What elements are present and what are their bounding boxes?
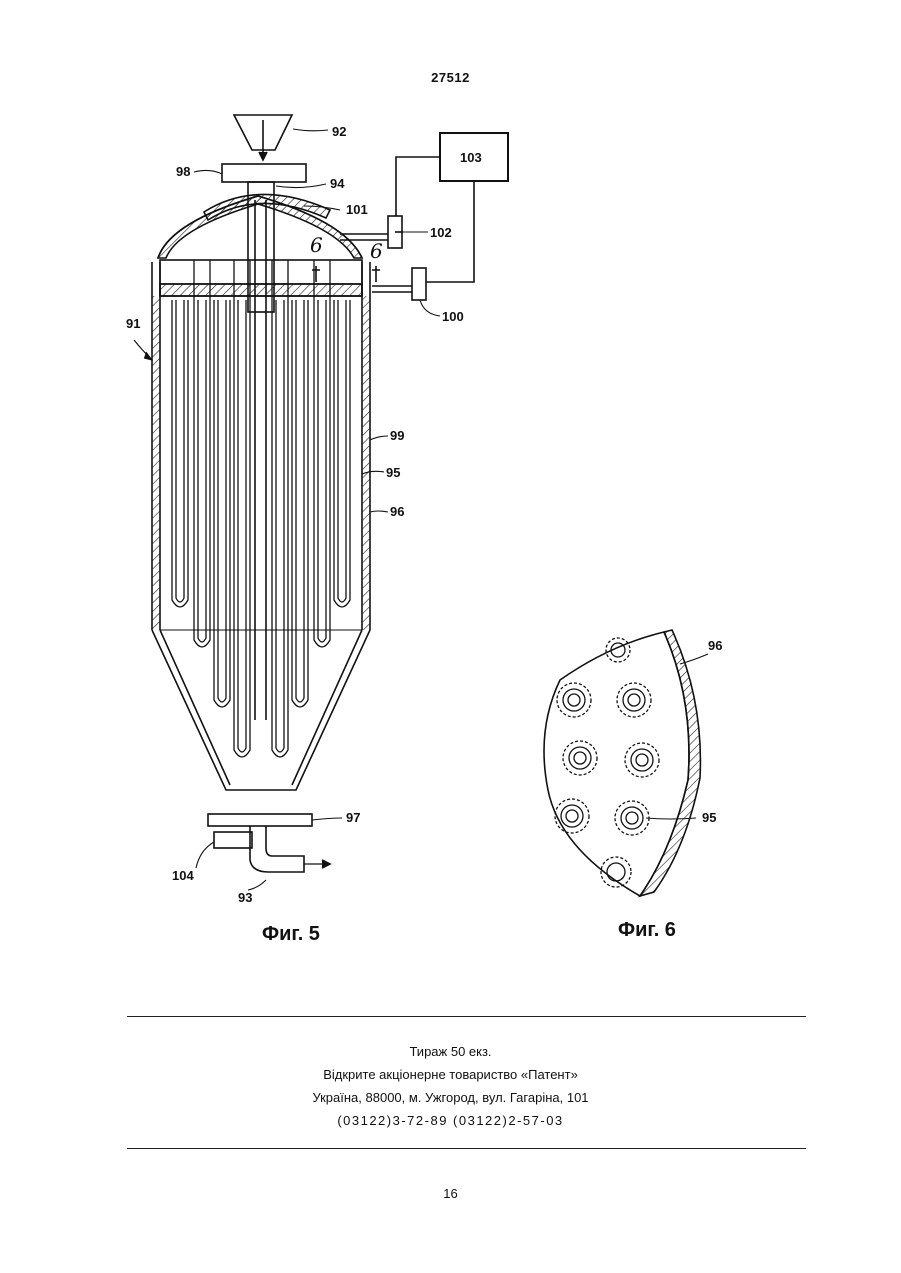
ref-95-fig6: 95 [702, 810, 716, 825]
imprint-footer: Тираж 50 екз. Відкрите акціонерне товари… [0, 1040, 901, 1132]
ref-93: 93 [238, 890, 252, 905]
ref-96-fig6: 96 [708, 638, 722, 653]
ref-95: 95 [386, 465, 400, 480]
ref-94: 94 [330, 176, 345, 191]
section-mark-a: 6 [310, 233, 323, 257]
figure-6-drawing [544, 630, 708, 896]
wall-96 [640, 630, 700, 896]
flange-97 [208, 814, 312, 826]
ref-102: 102 [430, 225, 452, 240]
ref-98: 98 [176, 164, 190, 179]
ref-91: 91 [126, 316, 140, 331]
ref-100: 100 [442, 309, 464, 324]
tubes-95 [555, 638, 659, 887]
cone-bottom [152, 630, 370, 790]
outlet-93 [250, 826, 304, 872]
figure-5-drawing [134, 115, 508, 890]
figure-5-caption: Фиг. 5 [262, 923, 320, 945]
footer-top-rule [127, 1016, 806, 1017]
footer-bottom-rule [127, 1148, 806, 1149]
sensor-100 [412, 268, 426, 300]
section-mark-b: 6 [370, 239, 383, 263]
figure-6-caption: Фиг. 6 [618, 919, 676, 941]
publisher-phones: (03122)3-72-89 (03122)2-57-03 [0, 1109, 901, 1132]
patent-drawings: 92 98 94 101 103 102 100 91 99 95 96 97 … [0, 0, 901, 1000]
ref-99: 99 [390, 428, 404, 443]
ref-104: 104 [172, 868, 194, 883]
publisher-address: Україна, 88000, м. Ужгород, вул. Гагарін… [0, 1086, 901, 1109]
item-104 [214, 832, 252, 848]
publisher-name: Відкрите акціонерне товариство «Патент» [0, 1063, 901, 1086]
page-number: 16 [0, 1186, 901, 1201]
ref-96: 96 [390, 504, 404, 519]
ref-92: 92 [332, 124, 346, 139]
figure-6-labels: 96 95 Фиг. 6 [618, 638, 722, 941]
print-run: Тираж 50 екз. [0, 1040, 901, 1063]
ref-103: 103 [460, 150, 482, 165]
ref-97: 97 [346, 810, 360, 825]
heat-tubes [172, 260, 350, 757]
flange-98 [222, 164, 306, 182]
ref-101: 101 [346, 202, 368, 217]
